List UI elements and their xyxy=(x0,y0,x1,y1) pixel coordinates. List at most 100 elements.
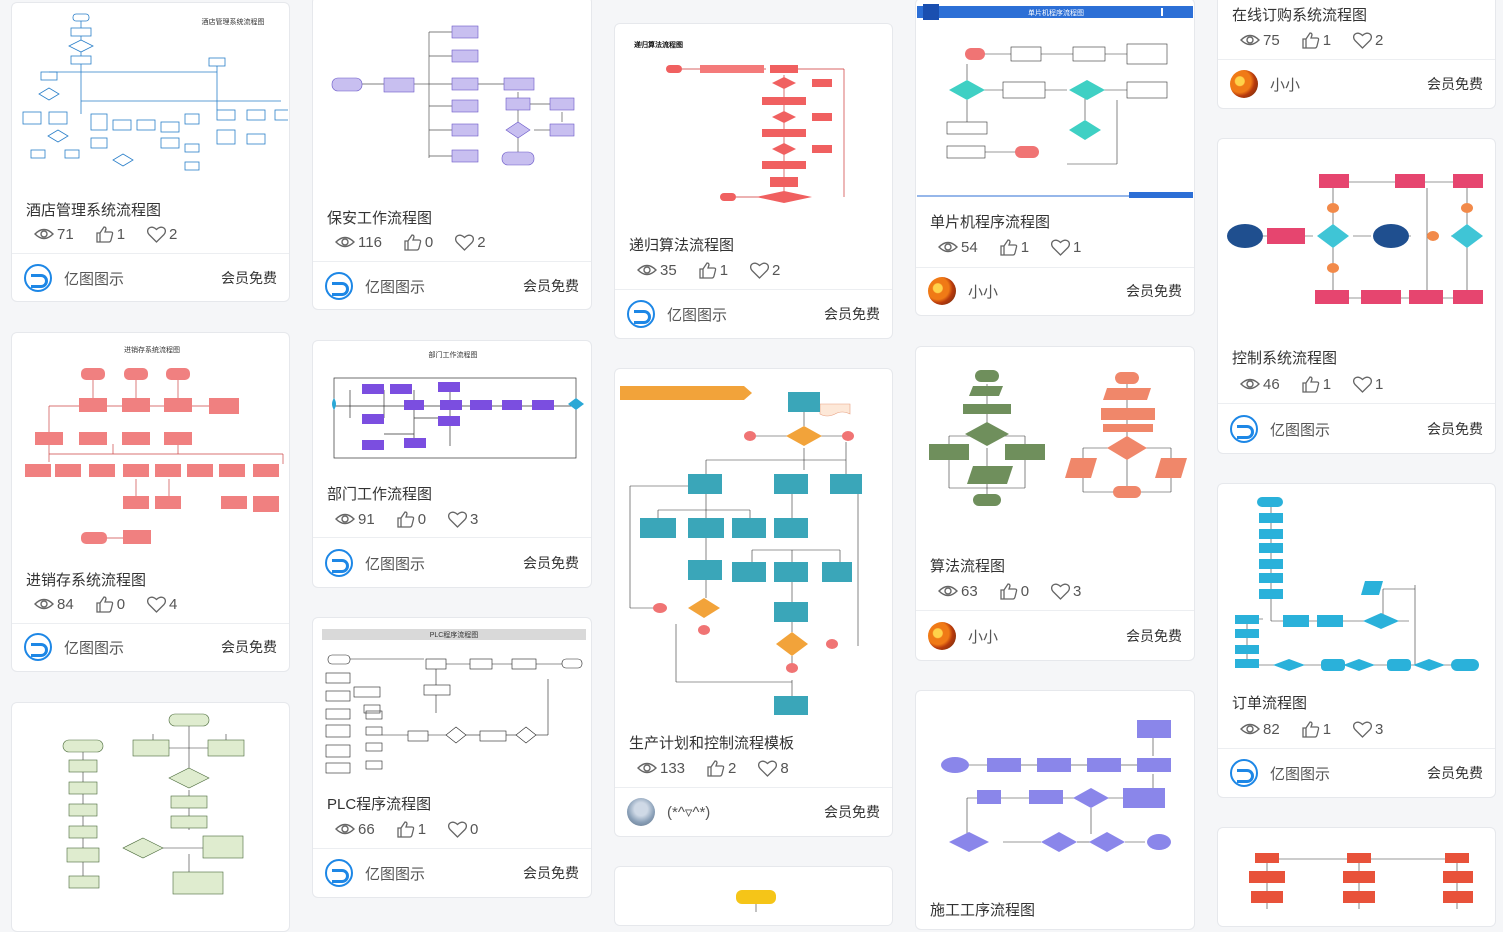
card-title[interactable]: PLC程序流程图 xyxy=(327,796,432,813)
flowchart-thumbnail[interactable] xyxy=(917,692,1193,887)
template-card[interactable]: 算法流程图 63 0 3 小小 会员免费 xyxy=(915,346,1195,661)
card-title[interactable]: 酒店管理系统流程图 xyxy=(26,202,162,219)
card-divider xyxy=(12,623,289,624)
card-stats: 46 1 1 xyxy=(1240,374,1405,394)
flowchart-thumbnail[interactable]: 单片机程序流程图 xyxy=(917,0,1193,200)
flowchart-thumbnail[interactable]: 部门工作流程图 xyxy=(314,342,590,472)
card-title[interactable]: 在线订购系统流程图 xyxy=(1232,7,1368,24)
template-card[interactable]: 单片机程序流程图 单片机程序流程图 54 1 1 xyxy=(915,0,1195,316)
user-avatar[interactable] xyxy=(1230,70,1258,98)
heart-icon[interactable] xyxy=(1353,32,1373,49)
author-name[interactable]: 亿图图示 xyxy=(64,270,125,288)
author-name[interactable]: 亿图图示 xyxy=(365,865,426,883)
heart-icon[interactable] xyxy=(1353,376,1373,393)
flowchart-thumbnail[interactable] xyxy=(616,868,891,925)
edraw-logo-avatar[interactable] xyxy=(325,272,353,300)
author-name[interactable]: 亿图图示 xyxy=(64,639,125,657)
template-card[interactable]: 进销存系统流程图 进销存系统流程图 84 xyxy=(11,332,290,672)
flowchart-thumbnail[interactable]: 进销存系统流程图 xyxy=(13,334,288,554)
flowchart-thumbnail[interactable] xyxy=(314,0,590,198)
template-card[interactable]: 施工工序流程图 xyxy=(915,690,1195,930)
edraw-logo-avatar[interactable] xyxy=(325,859,353,887)
template-card[interactable] xyxy=(11,702,290,932)
user-avatar[interactable] xyxy=(928,622,956,650)
template-card[interactable]: 订单流程图 82 1 3 亿图图示 会员免费 xyxy=(1217,483,1496,798)
thumbs-up-icon[interactable] xyxy=(1000,582,1018,600)
template-card[interactable] xyxy=(1217,827,1496,927)
card-title[interactable]: 进销存系统流程图 xyxy=(26,572,147,589)
thumbs-up-icon[interactable] xyxy=(1302,720,1320,738)
author-name[interactable]: 亿图图示 xyxy=(1270,765,1331,783)
card-title[interactable]: 生产计划和控制流程模板 xyxy=(629,735,795,752)
favorite-count: 4 xyxy=(169,595,178,613)
thumbs-up-icon[interactable] xyxy=(96,225,114,243)
template-card[interactable] xyxy=(614,866,893,926)
thumbs-up-icon[interactable] xyxy=(96,595,114,613)
card-stats: 63 0 3 xyxy=(938,581,1103,601)
author-name[interactable]: 亿图图示 xyxy=(365,555,426,573)
edraw-logo-avatar[interactable] xyxy=(1230,759,1258,787)
card-footer: 亿图图示 会员免费 xyxy=(24,631,277,663)
heart-icon[interactable] xyxy=(750,262,770,279)
flowchart-thumbnail[interactable]: PLC程序流程图 xyxy=(314,619,590,779)
flowchart-thumbnail[interactable] xyxy=(1219,140,1494,335)
heart-icon[interactable] xyxy=(455,234,475,251)
template-card[interactable]: 保安工作流程图 116 0 2 亿图图示 会员免费 xyxy=(312,0,592,310)
card-title[interactable]: 递归算法流程图 xyxy=(629,237,735,254)
template-card[interactable]: 部门工作流程图 部门工作流程图 91 0 3 亿图图示 会员 xyxy=(312,340,592,588)
author-name[interactable]: 亿图图示 xyxy=(1270,421,1331,439)
card-title[interactable]: 保安工作流程图 xyxy=(327,210,433,227)
author-name[interactable]: 亿图图示 xyxy=(667,306,728,324)
heart-icon[interactable] xyxy=(147,596,167,613)
template-card[interactable]: 递归算法流程图 递归算法流程图 35 1 2 xyxy=(614,23,893,339)
thumbs-up-icon[interactable] xyxy=(707,759,725,777)
author-name[interactable]: 亿图图示 xyxy=(365,278,426,296)
heart-icon[interactable] xyxy=(758,760,778,777)
edraw-logo-avatar[interactable] xyxy=(24,264,52,292)
heart-icon[interactable] xyxy=(1051,583,1071,600)
template-card[interactable]: PLC程序流程图 PLC程序流程图 66 1 0 xyxy=(312,617,592,898)
card-title[interactable]: 单片机程序流程图 xyxy=(930,214,1051,231)
heart-icon[interactable] xyxy=(147,226,167,243)
heart-icon[interactable] xyxy=(448,511,468,528)
thumbs-up-icon[interactable] xyxy=(1302,375,1320,393)
card-title[interactable]: 部门工作流程图 xyxy=(327,486,433,503)
heart-icon[interactable] xyxy=(448,821,468,838)
card-title[interactable]: 订单流程图 xyxy=(1232,695,1308,712)
flowchart-thumbnail[interactable] xyxy=(1219,485,1494,680)
thumbs-up-icon[interactable] xyxy=(397,510,415,528)
member-free-badge: 会员免费 xyxy=(523,865,579,881)
author-name[interactable]: 小小 xyxy=(968,283,999,301)
author-name[interactable]: 小小 xyxy=(1270,76,1301,94)
thumbs-up-icon[interactable] xyxy=(1000,238,1018,256)
thumbs-up-icon[interactable] xyxy=(699,261,717,279)
edraw-logo-avatar[interactable] xyxy=(24,633,52,661)
author-name[interactable]: 小小 xyxy=(968,628,999,646)
heart-icon[interactable] xyxy=(1353,721,1373,738)
card-title[interactable]: 施工工序流程图 xyxy=(930,902,1036,919)
template-card[interactable]: 控制系统流程图 46 1 1 亿图图示 会员免费 xyxy=(1217,138,1496,454)
view-count: 75 xyxy=(1263,31,1280,49)
flowchart-thumbnail[interactable] xyxy=(1219,829,1494,926)
template-card[interactable]: 生产计划和控制流程模板 133 2 8 (*^▿^*) 会员免费 xyxy=(614,368,893,837)
flowchart-thumbnail[interactable]: 递归算法流程图 xyxy=(616,25,891,215)
flowchart-thumbnail[interactable]: 酒店管理系统流程图 xyxy=(13,4,288,184)
thumbs-up-icon[interactable] xyxy=(1302,31,1320,49)
template-card[interactable]: 酒店管理系统流程图 xyxy=(11,2,290,302)
favorite-count: 3 xyxy=(1375,720,1384,738)
heart-icon[interactable] xyxy=(1051,239,1071,256)
edraw-logo-avatar[interactable] xyxy=(1230,415,1258,443)
thumbs-up-icon[interactable] xyxy=(404,233,422,251)
thumbs-up-icon[interactable] xyxy=(397,820,415,838)
flowchart-thumbnail[interactable] xyxy=(13,704,288,908)
user-avatar[interactable] xyxy=(928,277,956,305)
edraw-logo-avatar[interactable] xyxy=(325,549,353,577)
flowchart-thumbnail[interactable] xyxy=(616,370,891,715)
user-avatar[interactable] xyxy=(627,798,655,826)
card-title[interactable]: 算法流程图 xyxy=(930,558,1006,575)
edraw-logo-avatar[interactable] xyxy=(627,300,655,328)
author-name[interactable]: (*^▿^*) xyxy=(667,804,711,821)
template-card[interactable]: 在线订购系统流程图 75 1 2 小小 会员免费 xyxy=(1217,0,1496,109)
flowchart-thumbnail[interactable] xyxy=(917,348,1193,543)
card-title[interactable]: 控制系统流程图 xyxy=(1232,350,1338,367)
